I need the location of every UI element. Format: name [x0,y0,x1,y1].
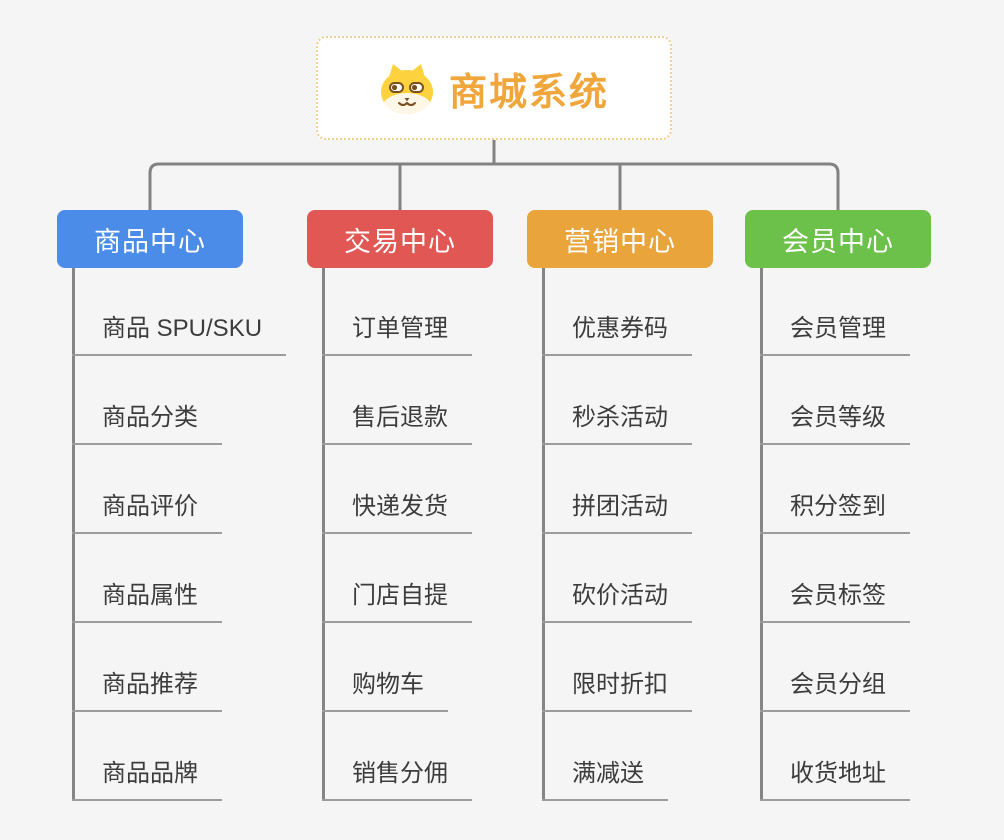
leaf-topic-member-group[interactable]: 会员分组 [760,670,910,712]
leaf-topic-bargain-activity[interactable]: 砍价活动 [542,581,692,623]
branch-trunk-line [542,268,545,801]
leaf-topic-shipping-address[interactable]: 收货地址 [760,759,910,801]
leaf-topic-coupon-code[interactable]: 优惠券码 [542,314,692,356]
root-topic[interactable]: 商城系统 [316,36,672,140]
leaf-topic-product-spu-sku[interactable]: 商品 SPU/SKU [72,314,287,356]
branch-column-marketing: 营销中心 优惠券码 秒杀活动 拼团活动 砍价活动 限时折扣 满减送 [527,210,787,810]
leaf-topic-product-review[interactable]: 商品评价 [72,492,222,534]
leaf-topic-member-tag[interactable]: 会员标签 [760,581,910,623]
dog-face-icon [379,62,435,114]
branch-topic-marketing-center[interactable]: 营销中心 [527,210,713,268]
branch-column-product: 商品中心 商品 SPU/SKU 商品分类 商品评价 商品属性 商品推荐 商品品牌 [57,210,317,810]
leaf-topic-member-management[interactable]: 会员管理 [760,314,910,356]
leaf-topic-limited-time-discount[interactable]: 限时折扣 [542,670,692,712]
leaf-topic-product-category[interactable]: 商品分类 [72,403,222,445]
branch-trunk-line [322,268,325,801]
leaf-topic-store-pickup[interactable]: 门店自提 [322,581,472,623]
leaf-topic-express-delivery[interactable]: 快递发货 [322,492,472,534]
leaf-topic-group-buy[interactable]: 拼团活动 [542,492,692,534]
leaf-topic-product-attribute[interactable]: 商品属性 [72,581,222,623]
branch-topic-trade-center[interactable]: 交易中心 [307,210,493,268]
leaf-topic-sales-commission[interactable]: 销售分佣 [322,759,472,801]
leaf-topic-shopping-cart[interactable]: 购物车 [322,670,448,712]
branch-topic-member-center[interactable]: 会员中心 [745,210,931,268]
leaf-topic-order-management[interactable]: 订单管理 [322,314,472,356]
leaf-topic-member-level[interactable]: 会员等级 [760,403,910,445]
leaf-topic-spend-save[interactable]: 满减送 [542,759,668,801]
leaf-topic-flash-sale[interactable]: 秒杀活动 [542,403,692,445]
branch-column-trade: 交易中心 订单管理 售后退款 快递发货 门店自提 购物车 销售分佣 [307,210,567,810]
leaf-topic-points-checkin[interactable]: 积分签到 [760,492,910,534]
leaf-topic-product-recommend[interactable]: 商品推荐 [72,670,222,712]
root-topic-title: 商城系统 [448,71,609,114]
leaf-topic-product-brand[interactable]: 商品品牌 [72,759,222,801]
branch-trunk-line [72,268,75,801]
leaf-topic-aftersale-refund[interactable]: 售后退款 [322,403,472,445]
branch-column-member: 会员中心 会员管理 会员等级 积分签到 会员标签 会员分组 收货地址 [745,210,1004,810]
branch-trunk-line [760,268,763,801]
branch-bus-line [148,162,840,212]
branch-topic-product-center[interactable]: 商品中心 [57,210,243,268]
